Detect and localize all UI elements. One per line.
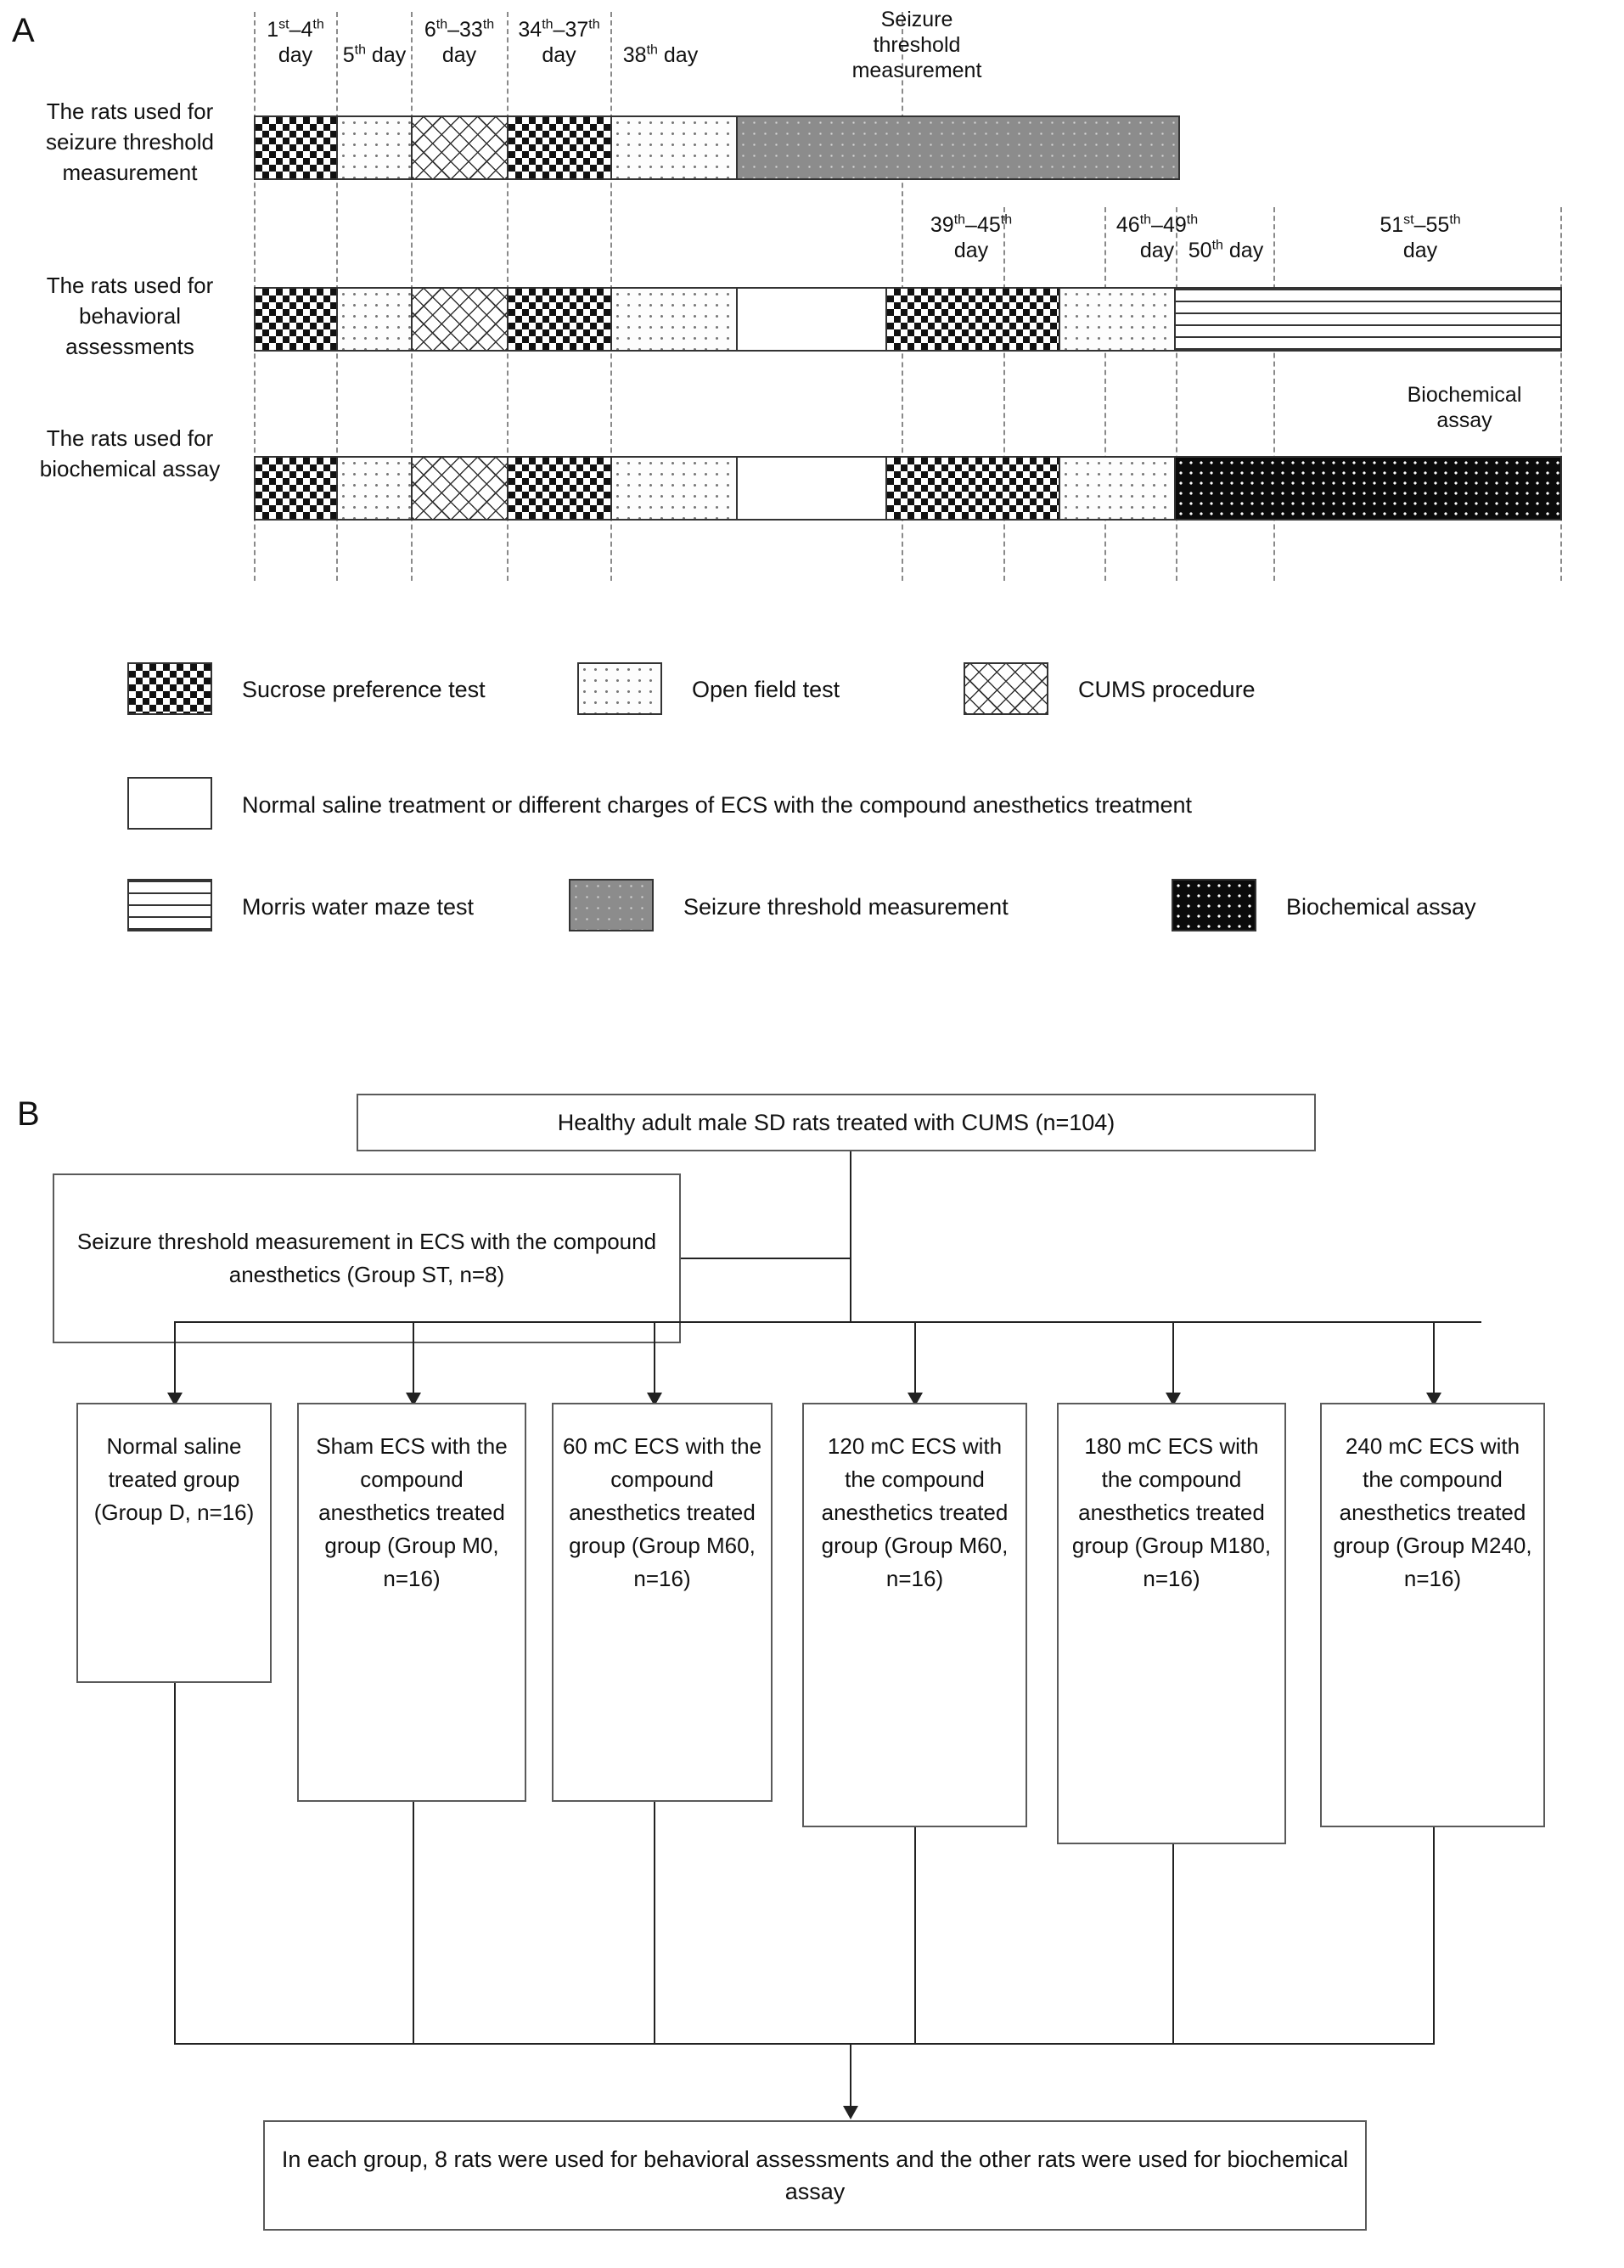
connector-drop-1 [174, 1321, 176, 1398]
connector-rise-6 [1433, 1827, 1435, 2044]
flow-box-group-m0: Sham ECS with the compound anesthetics t… [297, 1403, 526, 1802]
flow-box-group-st: Seizure threshold measurement in ECS wit… [53, 1173, 681, 1343]
legend-swatch-biochemical-assay [1172, 879, 1256, 931]
connector-rise-3 [654, 1802, 655, 2044]
flow-box-group-m180: 180 mC ECS with the compound anesthetics… [1057, 1403, 1286, 1844]
segment-sucrose-preference-test [509, 117, 612, 178]
column-header-5: 38th day [622, 42, 699, 67]
connector-gather-bar [174, 2043, 1435, 2045]
legend-swatch-cums-procedure [964, 662, 1048, 715]
timeline-divider-10 [1273, 207, 1275, 581]
segment-open-field-test [338, 117, 413, 178]
segment-biochemical-assay [1176, 458, 1560, 519]
segment-open-field-test [338, 458, 413, 519]
legend-swatch-morris-water-maze-test [127, 879, 212, 931]
flow-box-group-m120: 120 mC ECS with the compound anesthetics… [802, 1403, 1027, 1827]
connector-drop-5 [1172, 1321, 1174, 1398]
segment-sucrose-preference-test [509, 289, 612, 350]
connector-group-st [681, 1258, 851, 1259]
legend-label-normal-saline-or-ecs: Normal saline treatment or different cha… [242, 792, 1193, 818]
panel-b-letter: B [17, 1095, 40, 1133]
legend-swatch-normal-saline-or-ecs [127, 777, 212, 830]
segment-open-field-test [612, 117, 738, 178]
connector-gather-down [850, 2043, 851, 2111]
segment-open-field-test [612, 289, 738, 350]
segment-sucrose-preference-test [256, 117, 338, 178]
connector-drop-3 [654, 1321, 655, 1398]
legend-label-open-field-test: Open field test [692, 677, 840, 702]
panel-a-letter: A [12, 12, 35, 49]
timeline-divider-11 [1560, 207, 1562, 581]
flow-box-cohort: Healthy adult male SD rats treated with … [357, 1094, 1316, 1151]
segment-sucrose-preference-test [256, 289, 338, 350]
segment-sucrose-preference-test [887, 458, 1060, 519]
segment-open-field-test [1060, 458, 1176, 519]
segment-cums-procedure [413, 289, 509, 350]
panel-b: B Healthy adult male SD rats treated wit… [0, 1053, 1624, 2268]
segment-sucrose-preference-test [509, 458, 612, 519]
legend-swatch-sucrose-preference-test [127, 662, 212, 715]
segment-morris-water-maze-test [1176, 289, 1560, 350]
row-label-behavioral-assessments: The rats used for behavioral assessments [46, 273, 214, 359]
connector-rise-5 [1172, 1844, 1174, 2044]
timeline-bar-row-3 [254, 456, 1562, 521]
segment-normal-saline-or-ecs [738, 289, 887, 350]
segment-normal-saline-or-ecs [738, 458, 887, 519]
flow-box-group-m60: 60 mC ECS with the compound anesthetics … [552, 1403, 773, 1802]
timeline-divider-7 [1003, 207, 1005, 581]
connector-drop-6 [1433, 1321, 1435, 1398]
segment-cums-procedure [413, 117, 509, 178]
segment-seizure-threshold-measurement [738, 117, 1178, 178]
legend-label-cums-procedure: CUMS procedure [1078, 677, 1256, 702]
timeline-bar-row-1 [254, 115, 1180, 180]
legend-label-seizure-threshold-measurement: Seizure threshold measurement [683, 894, 1009, 920]
timeline-bar-row-2 [254, 287, 1562, 352]
segment-sucrose-preference-test [887, 289, 1060, 350]
legend-label-morris-water-maze-test: Morris water maze test [242, 894, 475, 920]
flow-box-summary: In each group, 8 rats were used for beha… [263, 2120, 1367, 2231]
segment-open-field-test [1060, 289, 1176, 350]
flow-box-group-d: Normal saline treated group (Group D, n=… [76, 1403, 272, 1683]
row-label-biochemical-assay: The rats used for biochemical assay [39, 425, 221, 481]
flow-box-group-m240: 240 mC ECS with the compound anesthetics… [1320, 1403, 1545, 1827]
legend-label-sucrose-preference-test: Sucrose preference test [242, 677, 486, 702]
legend-swatch-open-field-test [577, 662, 662, 715]
connector-cohort-down [850, 1151, 851, 1321]
row-label-seizure-threshold: The rats used for seizure threshold meas… [46, 98, 214, 185]
legend-label-biochemical-assay: Biochemical assay [1286, 894, 1476, 920]
segment-open-field-test [612, 458, 738, 519]
legend: Sucrose preference test Open field test … [0, 645, 1624, 1002]
connector-rise-2 [413, 1802, 414, 2044]
connector-split-bar [174, 1321, 1481, 1323]
column-header-9: 50th day [1188, 238, 1264, 262]
segment-open-field-test [338, 289, 413, 350]
column-header-2: 5th day [342, 42, 407, 67]
connector-rise-4 [914, 1827, 916, 2044]
connector-rise-1 [174, 1683, 176, 2044]
timeline-divider-8 [1104, 207, 1106, 581]
legend-swatch-seizure-threshold-measurement [569, 879, 654, 931]
connector-drop-2 [413, 1321, 414, 1398]
connector-drop-4 [914, 1321, 916, 1398]
timeline-divider-9 [1176, 207, 1177, 581]
segment-sucrose-preference-test [256, 458, 338, 519]
arrow-down-final [843, 2106, 858, 2119]
segment-cums-procedure [413, 458, 509, 519]
